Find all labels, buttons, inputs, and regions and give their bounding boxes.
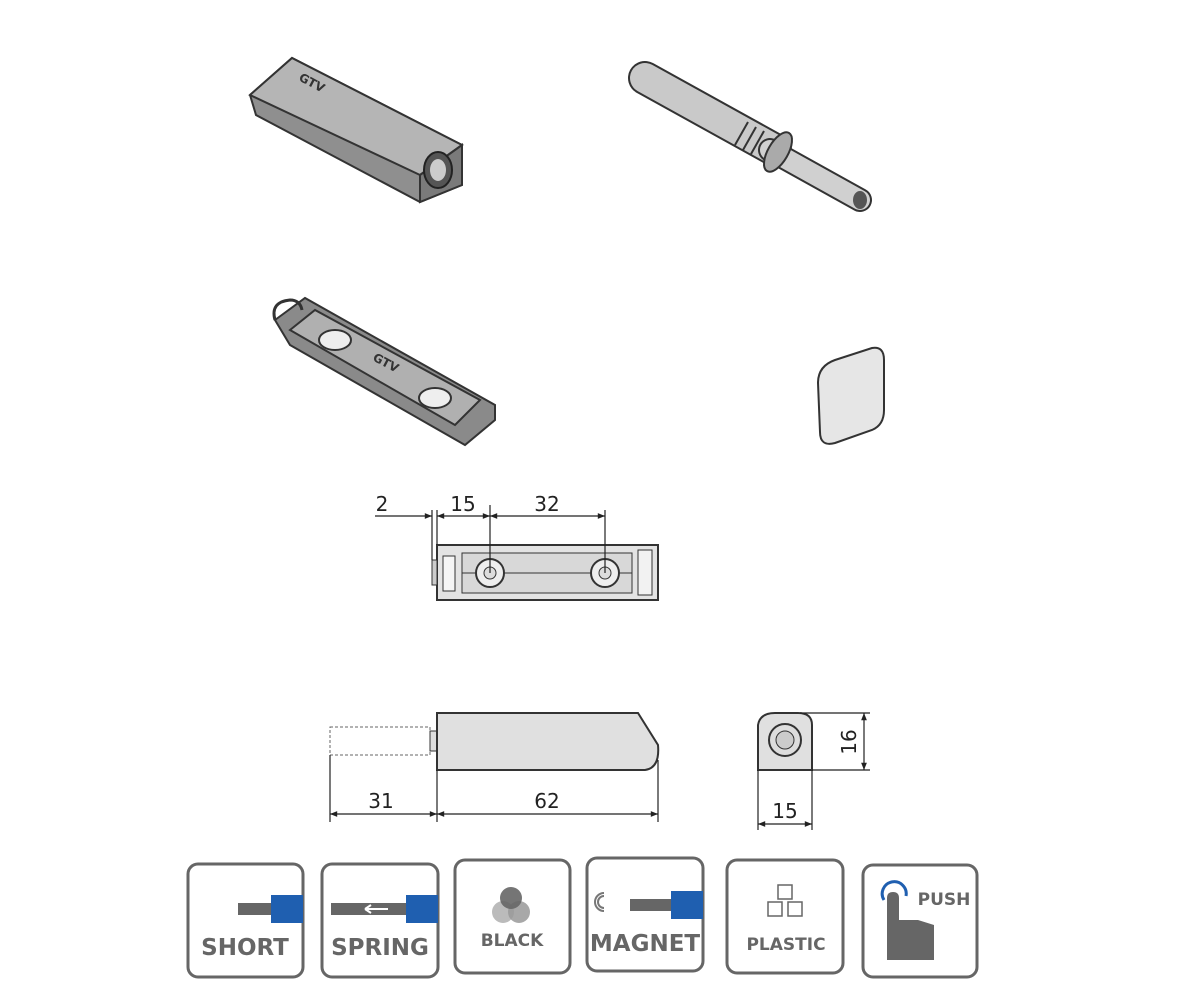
plate-render [816,346,885,445]
side-view-drawing: 31 62 [329,712,660,822]
dim-15-top: 15 [450,492,475,516]
push-hand-icon [880,880,934,960]
dim-31: 31 [368,789,393,813]
housing-render: GTV [248,56,464,204]
dim-15-end: 15 [772,799,797,823]
badge-short: SHORT [186,862,305,979]
badge-plastic: PLASTIC [725,858,845,975]
badge-magnet: MAGNET [585,856,705,973]
dim-16: 16 [837,729,861,754]
badge-push: PUSH [861,863,979,979]
cubes-icon [767,884,803,917]
badge-label: BLACK [481,931,544,951]
bracket-render: GTV [272,296,496,447]
badge-black: BLACK [453,858,572,975]
badge-label: SPRING [331,935,429,961]
badge-spring: SPRING [320,862,440,979]
badge-label: PLASTIC [746,935,825,955]
top-view-drawing: 2 15 32 [375,492,659,601]
color-circles-icon [492,887,530,923]
dim-2: 2 [376,492,389,516]
badge-label: SHORT [201,935,289,961]
pin-render [628,61,872,212]
dim-32: 32 [534,492,559,516]
badge-label: MAGNET [590,931,701,957]
end-view-drawing: 16 15 [757,712,870,830]
badge-label: PUSH [918,890,971,910]
dim-62: 62 [534,789,559,813]
short-pin-icon [238,903,272,915]
magnet-icon [594,892,605,912]
